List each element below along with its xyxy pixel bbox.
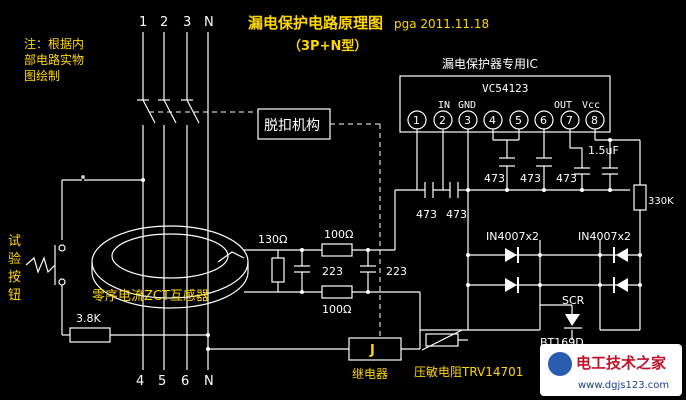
cap-223-right [360, 250, 376, 292]
cap-1-5uf: 1.5uF [588, 144, 619, 157]
ic-pin-gnd-label: GND [458, 100, 476, 111]
scr-symbol [540, 304, 582, 340]
watermark-url: www.dgjs123.com [578, 380, 669, 391]
zct-label: 零序电流ZCT互感器 [92, 288, 209, 304]
terminal-top-3: 3 [183, 15, 191, 30]
junction-dots [141, 138, 642, 351]
resistor-330k-label: 330K [648, 196, 674, 207]
watermark-title: 电工技术之家 [576, 354, 666, 372]
ic-pin-4: 4 [489, 114, 496, 127]
zct-toroid [91, 225, 249, 309]
cap-223-left-label: 223 [322, 265, 343, 278]
ic-pin-5: 5 [515, 114, 522, 127]
note-line-1: 注：根据内 [24, 36, 84, 51]
ic-pin-7: 7 [566, 114, 573, 127]
test-button-char-2: 验 [8, 251, 21, 267]
resistor-100-top [321, 243, 353, 257]
ic-part-number: VC54123 [482, 82, 528, 95]
note-line-2: 部电路实物 [24, 52, 84, 67]
varistor-label: 压敏电阻TRV14701 [414, 364, 523, 379]
terminal-bottom-5: 5 [158, 374, 166, 389]
ic-pin-circles [407, 110, 605, 130]
relay-box [348, 337, 402, 361]
relay-label: 继电器 [352, 367, 388, 381]
diode-label-left: IN4007x2 [486, 230, 539, 243]
ic-caption: 漏电保护器专用IC [442, 56, 538, 71]
ic-pin-vcc-label: Vcc [582, 100, 600, 111]
varistor-slash [421, 329, 463, 351]
diagram-title: 漏电保护电路原理图 [248, 14, 383, 32]
cap-223-right-label: 223 [386, 265, 407, 278]
watermark: 电工技术之家 www.dgjs123.com [540, 344, 682, 396]
scr-label: SCR [562, 294, 585, 307]
relay-symbol: J [369, 343, 375, 358]
ic-pin-1: 1 [413, 114, 420, 127]
watermark-logo-icon [548, 352, 572, 376]
note-line-3: 图绘制 [24, 68, 60, 83]
cap-223-left [294, 250, 310, 292]
resistor-100-top-label: 100Ω [324, 228, 353, 241]
ic-body [399, 75, 611, 133]
resistor-100-bottom [321, 285, 353, 299]
ic-pin-3: 3 [464, 114, 471, 127]
cap-473-pin7: 473 [556, 172, 577, 185]
test-button-char-3: 按 [8, 270, 21, 285]
resistor-100-bottom-label: 100Ω [322, 303, 351, 316]
diode-label-right: IN4007x2 [578, 230, 631, 243]
ic-capacitors [424, 157, 618, 198]
test-button-char-1: 试 [8, 234, 21, 249]
ic-pin-6: 6 [540, 114, 547, 127]
test-button-char-4: 钮 [8, 288, 21, 303]
ic-pin-in-label: IN [438, 100, 450, 111]
ic-pin-out-label: OUT [554, 100, 572, 111]
diagram-subtitle: （3P+N型） [288, 38, 367, 54]
mains-lines [137, 32, 209, 370]
test-button-switch [25, 175, 143, 336]
ic-pin-8: 8 [591, 114, 598, 127]
terminal-bottom-6: 6 [181, 374, 189, 389]
resistor-330k [633, 184, 647, 211]
cap-473-in1: 473 [416, 208, 437, 221]
diode-symbols [505, 247, 628, 293]
terminal-bottom-4: 4 [136, 374, 144, 389]
terminal-top-1: 1 [139, 15, 147, 30]
relay-wiring [208, 330, 421, 350]
terminal-bottom-n: N [204, 374, 214, 389]
resistor-130-label: 130Ω [258, 233, 287, 246]
cap-473-pin4: 473 [484, 172, 505, 185]
author-date: pga 2011.11.18 [394, 17, 489, 31]
terminal-top-2: 2 [160, 15, 168, 30]
trip-mechanism-label: 脱扣机构 [264, 118, 320, 134]
ic-pin-2: 2 [439, 114, 446, 127]
resistor-3-8k [69, 327, 111, 343]
cap-473-in2: 473 [446, 208, 467, 221]
cap-473-pin6: 473 [520, 172, 541, 185]
ic-wiring [394, 129, 641, 330]
terminal-top-n: N [204, 15, 214, 30]
bridge-rectifier [419, 240, 641, 331]
resistor-130 [271, 257, 285, 283]
resistor-3-8k-label: 3.8K [76, 312, 101, 325]
